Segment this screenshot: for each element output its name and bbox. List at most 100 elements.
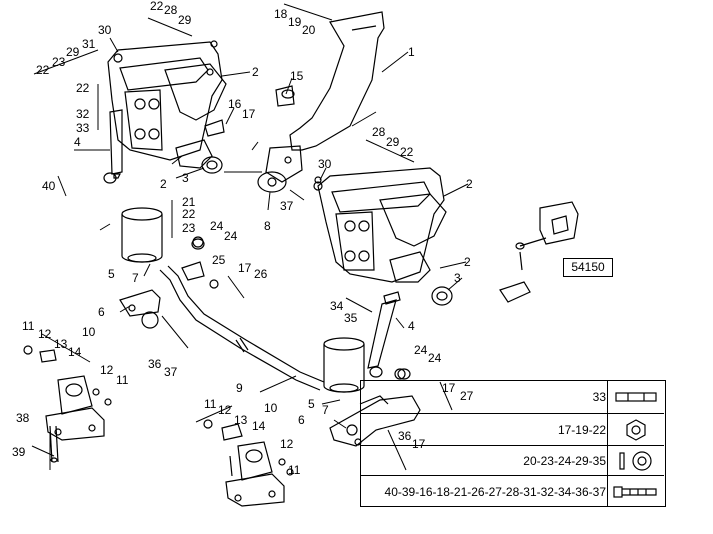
callout-28: 28: [372, 125, 386, 139]
callout-13: 13: [54, 337, 68, 351]
legend-code: 40-39-16-18-21-26-27-28-31-32-34-36-37: [384, 484, 606, 499]
callout-24: 24: [210, 219, 224, 233]
legend-row: 20-23-24-29-35: [361, 445, 664, 476]
callout-4: 4: [408, 319, 415, 333]
callout-7: 7: [132, 271, 139, 285]
left-shock-absorber: [103, 109, 123, 184]
left-link-assembly: [119, 236, 219, 329]
callout-17: 17: [412, 437, 426, 451]
callout-33: 33: [76, 121, 90, 135]
callout-28: 28: [164, 3, 178, 17]
bolt-icon: [607, 476, 664, 507]
spacer-icon: [607, 381, 664, 413]
callout-36: 36: [398, 429, 412, 443]
left-air-spring: [121, 207, 163, 263]
stabilizer-bar: [159, 265, 325, 391]
callout-15: 15: [290, 69, 304, 83]
callout-10: 10: [82, 325, 96, 339]
callout-30: 30: [98, 23, 112, 37]
callout-12: 12: [218, 403, 232, 417]
height-sensor: [499, 201, 579, 303]
callout-23: 23: [52, 55, 66, 69]
right-axle-bracket: [313, 167, 453, 306]
callout-21: 21: [182, 195, 196, 209]
callout-38: 38: [16, 411, 30, 425]
callout-17: 17: [238, 261, 252, 275]
fastener-legend: 33 17-19-22 20-23-24-29-35 40-39-16: [360, 380, 666, 507]
callout-19: 19: [288, 15, 302, 29]
callout-7: 7: [322, 403, 329, 417]
callout-11: 11: [116, 373, 129, 387]
right-air-spring: [323, 337, 365, 393]
callout-25: 25: [212, 253, 226, 267]
callout-22: 22: [76, 81, 90, 95]
callout-4: 4: [74, 135, 81, 149]
callout-6: 6: [298, 413, 305, 427]
left-lower-mount: [23, 345, 112, 463]
left-bushing: [175, 119, 225, 174]
callout-1: 1: [408, 45, 415, 59]
callout-14: 14: [252, 419, 266, 433]
hex-nut-icon: [607, 414, 664, 446]
callout-16: 16: [228, 97, 242, 111]
left-axle-bracket: [107, 40, 227, 161]
callout-37: 37: [164, 365, 178, 379]
callout-18: 18: [274, 7, 288, 21]
callout-12: 12: [38, 327, 52, 341]
callout-2: 2: [464, 255, 471, 269]
callout-9: 9: [236, 381, 243, 395]
callout-26: 26: [254, 267, 268, 281]
callout-35: 35: [344, 311, 358, 325]
callout-5: 5: [308, 397, 315, 411]
callout-17: 17: [242, 107, 256, 121]
callout-11: 11: [22, 319, 35, 333]
legend-row: 17-19-22: [361, 413, 664, 446]
callout-22: 22: [150, 0, 164, 13]
callout-29: 29: [386, 135, 400, 149]
callout-37: 37: [280, 199, 294, 213]
callout-29: 29: [178, 13, 192, 27]
callout-2: 2: [160, 177, 167, 191]
legend-code: 20-23-24-29-35: [523, 454, 606, 468]
callout-2: 2: [466, 177, 473, 191]
callout-22: 22: [182, 207, 196, 221]
center-lower-mount: [203, 419, 294, 507]
legend-row: 33: [361, 381, 664, 413]
sensor-reference-box: 54150: [563, 258, 613, 277]
callout-12: 12: [100, 363, 114, 377]
callout-22: 22: [400, 145, 414, 159]
callout-11: 11: [288, 463, 301, 477]
callout-10: 10: [264, 401, 278, 415]
callout-40: 40: [42, 179, 56, 193]
callout-13: 13: [234, 413, 248, 427]
washer-icon: [607, 446, 664, 476]
callout-12: 12: [280, 437, 294, 451]
callout-31: 31: [82, 37, 96, 51]
callout-34: 34: [330, 299, 344, 313]
callout-5: 5: [108, 267, 115, 281]
callout-24: 24: [224, 229, 238, 243]
callout-24: 24: [414, 343, 428, 357]
callout-17: 17: [442, 381, 456, 395]
legend-code: 17-19-22: [557, 423, 606, 437]
legend-row: 40-39-16-18-21-26-27-28-31-32-34-36-37: [361, 475, 664, 507]
callout-23: 23: [182, 221, 196, 235]
frame-arm: [257, 11, 385, 193]
callout-30: 30: [318, 157, 332, 171]
callout-labels: 1 2 2 2 2 15 3 3 4 4 5 5 6 6 7 7 8 9 10 …: [12, 0, 474, 477]
callout-3: 3: [182, 171, 189, 185]
misc-bushings: [191, 89, 411, 380]
callout-24: 24: [428, 351, 442, 365]
leader-lines: [31, 3, 469, 471]
callout-32: 32: [76, 107, 90, 121]
legend-code: 33: [592, 390, 606, 404]
callout-2: 2: [252, 65, 259, 79]
callout-39: 39: [12, 445, 26, 459]
right-shock-absorber: [367, 291, 401, 378]
callout-6: 6: [98, 305, 105, 319]
callout-14: 14: [68, 345, 82, 359]
right-link-assembly: [329, 368, 421, 447]
callout-36: 36: [148, 357, 162, 371]
